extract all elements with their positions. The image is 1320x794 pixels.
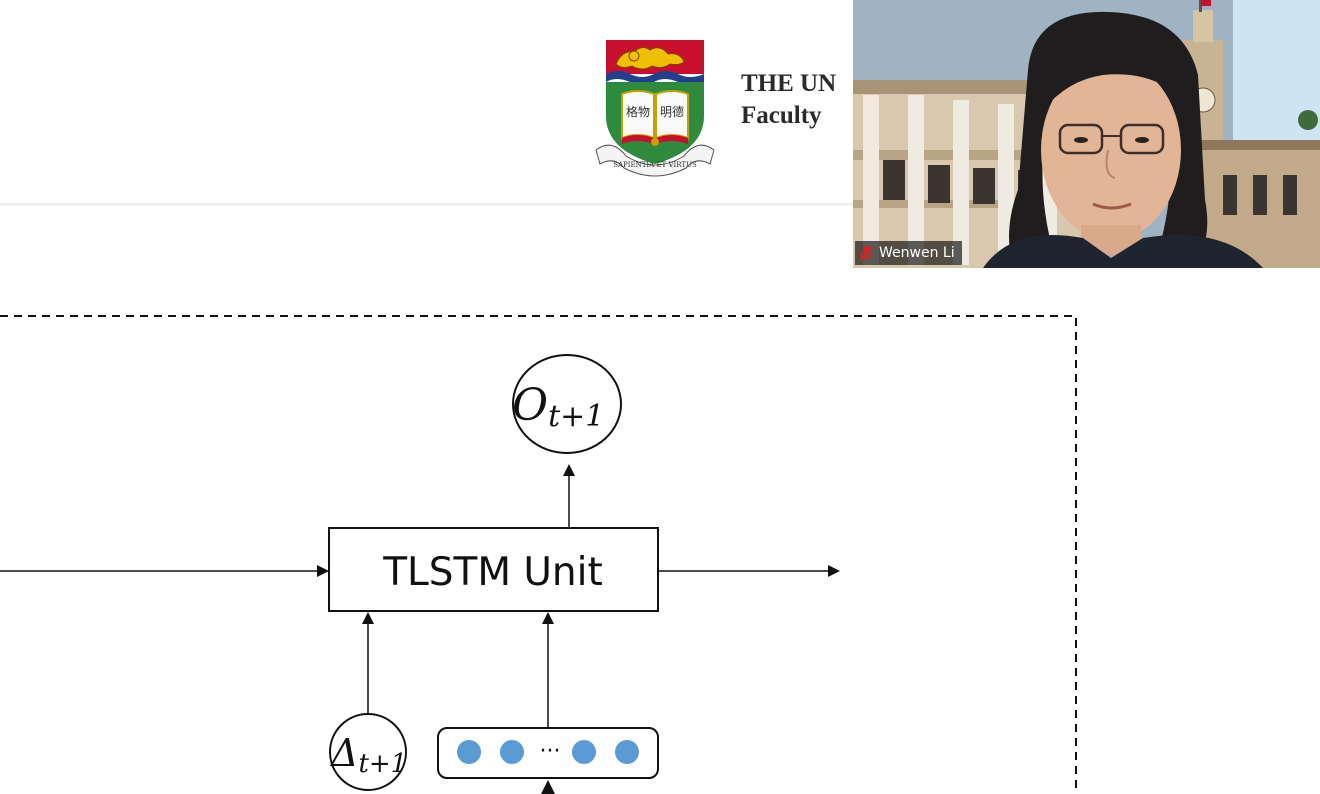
output-node-label: Ot+1 xyxy=(512,380,604,434)
embedding-vector-box xyxy=(437,727,659,779)
participant-name: Wenwen Li xyxy=(879,245,955,261)
university-crest-logo: 格物 明德 SAPIENTIA ET VIRTUS xyxy=(595,40,715,177)
participant-video-tile[interactable]: Wenwen Li xyxy=(853,0,1320,268)
embedding-ellipsis: ··· xyxy=(540,739,561,764)
tlstm-unit-label: TLSTM Unit xyxy=(382,550,603,595)
embedding-dot xyxy=(457,740,481,764)
crest-book-right-text: 明德 xyxy=(660,104,684,119)
tlstm-unit-box xyxy=(328,527,659,612)
mic-muted-icon[interactable] xyxy=(859,245,873,261)
delta-node-label: Δt+1 xyxy=(329,731,407,779)
arrow-input-to-embedding xyxy=(541,780,555,794)
header-divider xyxy=(0,203,1320,206)
embedding-dot xyxy=(615,740,639,764)
output-node xyxy=(512,354,622,454)
participant-video-feed xyxy=(853,0,1320,268)
crest-motto: SAPIENTIA ET VIRTUS xyxy=(613,161,697,169)
crest-book-left-text: 格物 xyxy=(626,104,650,119)
embedding-dot xyxy=(500,740,524,764)
participant-name-tag: Wenwen Li xyxy=(855,241,962,265)
faculty-name: Faculty xyxy=(741,102,822,129)
institution-name: THE UN xyxy=(741,70,837,97)
embedding-dot xyxy=(572,740,596,764)
